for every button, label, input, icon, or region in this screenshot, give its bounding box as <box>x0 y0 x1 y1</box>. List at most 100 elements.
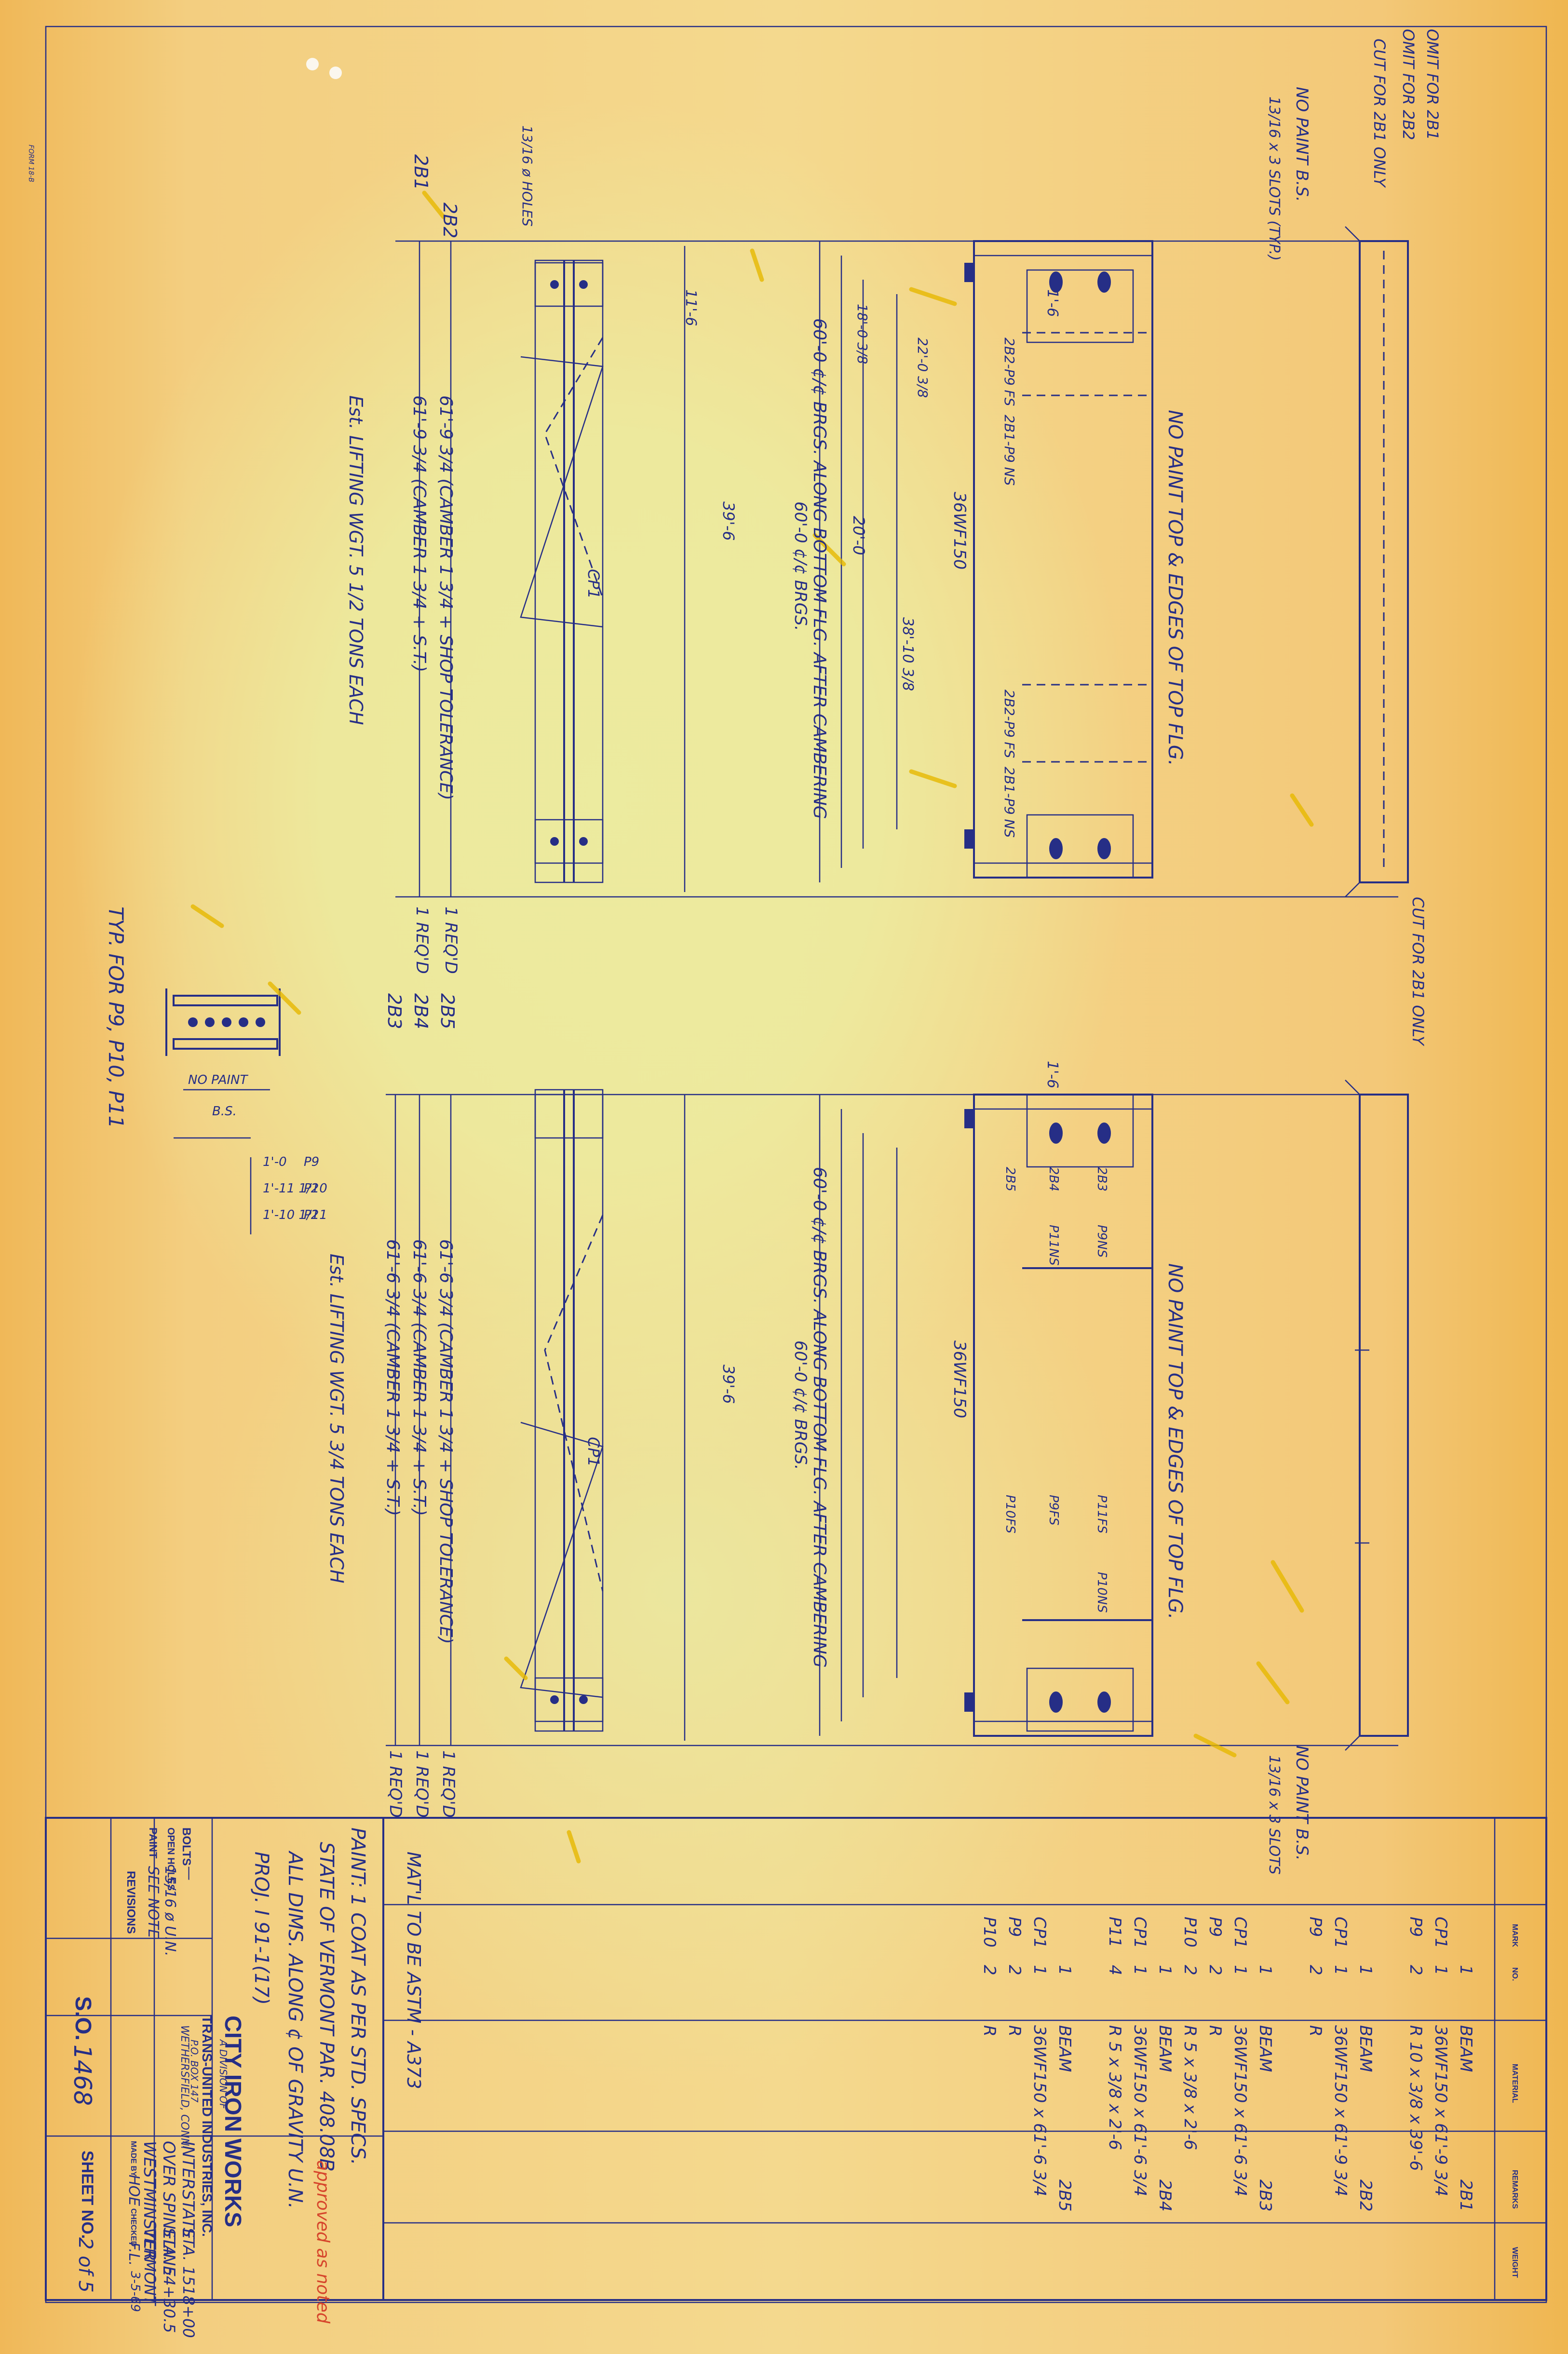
note-paint: PAINT: 1 COAT AS PER STD. SPECS. <box>347 1827 369 2165</box>
sta-line-1: STA. 1518+00 <box>179 2228 198 2338</box>
bom-cell-no: 1 <box>1356 1965 1375 1975</box>
lower-camber-2: 61'-6 3/4 (CAMBER 1 3/4 + S.T.) <box>409 1239 429 1516</box>
bom-header-mark: MARK <box>1511 1924 1519 1947</box>
typ-dim-2: 1'-11 1/2 <box>263 1181 319 1196</box>
punch-hole-right <box>329 67 342 79</box>
typ-mark-1: P9 <box>304 1155 320 1169</box>
printer-imprint: FORM 18-B <box>27 145 35 182</box>
upper-plate-1: 2B2-P9 FS <box>1001 338 1017 406</box>
lower-plabel-2: 2B4 <box>1046 1167 1061 1191</box>
upper-mark-2b1: 2B1 <box>410 154 432 190</box>
bom-cell-no: 1 <box>1331 1965 1350 1975</box>
bom-cell-no: 1 <box>1155 1965 1175 1975</box>
upper-holes: 13/16 ø HOLES <box>519 125 535 227</box>
lower-plabel-7: P9FS <box>1046 1495 1061 1526</box>
made-by-label: MADE BY <box>129 2141 137 2177</box>
upper-c-to-c-2: 60'-0 ¢/¢ BRGS. <box>791 501 810 631</box>
lower-end-slots-top <box>1026 1094 1134 1168</box>
bom-cell-no: 2 <box>1005 1965 1024 1975</box>
bom-cell-no: 2 <box>1180 1965 1200 1975</box>
lower-plabel-5: P11NS <box>1046 1225 1061 1266</box>
upper-lifting-weight: Est. LIFTING WGT. 5 1/2 TONS EACH <box>345 395 366 725</box>
upper-girder-size: 36WF150 <box>950 492 969 570</box>
lower-plabel-6: P10FS <box>1003 1495 1017 1534</box>
bom-cell-mark: CP1 <box>1230 1917 1250 1948</box>
so-number: 1468 <box>68 2044 96 2106</box>
typ-title: TYP. FOR P9, P10, P11 <box>104 906 128 1129</box>
bom-cell-no: 1 <box>1055 1965 1074 1975</box>
bom-cell-mark: CP1 <box>1030 1917 1049 1948</box>
lower-camber-1: 61'-6 3/4 (CAMBER 1 3/4 + SHOP TOLERANCE… <box>436 1239 456 1644</box>
checked-value: F.L. <box>125 2242 142 2266</box>
open-holes-value: 15/16 ø U.N. <box>162 1866 178 1957</box>
bom-cell-material: 36WF150 x 61'-6 3/4 <box>1130 2025 1149 2197</box>
bearing-plate <box>964 263 974 282</box>
bom-cell-mark: P9 <box>1005 1917 1024 1937</box>
made-by-value: HOE <box>125 2175 142 2206</box>
lower-plabel-8: P11FS <box>1095 1495 1109 1534</box>
upper-girder-group <box>395 190 1409 898</box>
sta-line-3: VERMONT <box>141 2228 159 2305</box>
bom-cell-no: 1 <box>1030 1965 1049 1975</box>
lower-slots: 13/16 x 3 SLOTS <box>1266 1755 1283 1875</box>
bom-cell-material: 36WF150 x 61'-9 3/4 <box>1431 2025 1450 2197</box>
upper-cut-note: CUT FOR 2B1 ONLY <box>1370 39 1389 187</box>
upper-girder-elevation <box>973 240 1153 879</box>
approval-stamp: approved as noted <box>313 2160 333 2324</box>
bom-cell-no: 1 <box>1256 1965 1275 1975</box>
bom-cell-no: 2 <box>1205 1965 1225 1975</box>
lower-plabel-9: P10NS <box>1095 1572 1109 1613</box>
bom-cell-remarks: 2B1 <box>1456 2179 1475 2212</box>
lower-plabel-3: 2B5 <box>1003 1167 1017 1191</box>
bom-cell-remarks: 2B2 <box>1356 2179 1375 2212</box>
bolts-label: BOLTS <box>180 1827 193 1866</box>
typical-section <box>165 904 301 1234</box>
note-dims: ALL DIMS. ALONG ¢ OF GRAVITY U.N. <box>284 1852 306 2209</box>
upper-dim-39: 39'-6 <box>719 501 738 541</box>
bom-cell-no: 4 <box>1105 1965 1124 1975</box>
bom-cell-no: 1 <box>1456 1965 1475 1975</box>
bom-cell-mark: P10 <box>1180 1917 1200 1948</box>
lower-end-slots-bottom <box>1026 1667 1134 1732</box>
bill-of-materials <box>382 1817 1547 2301</box>
lower-dim-39: 39'-6 <box>719 1365 738 1404</box>
upper-dim-22: 22'-0 3/8 <box>915 338 931 398</box>
bom-cell-no: 2 <box>980 1965 999 1975</box>
upper-req-2: 1 REQ'D <box>441 906 460 974</box>
drawing-date: 3-5-69 <box>128 2271 142 2312</box>
bom-cell-material: R 5 x 3/8 x 2'-6 <box>1105 2025 1124 2151</box>
lower-req-2: 1 REQ'D <box>412 1750 432 1818</box>
upper-camber-1: 61'-9 3/4 (CAMBER 1 3/4 + SHOP TOLERANCE… <box>436 395 456 800</box>
upper-no-paint-bs: NO PAINT B.S. <box>1292 87 1311 202</box>
bom-cell-no: 1 <box>1130 1965 1149 1975</box>
upper-end-slots-bottom <box>1026 814 1134 879</box>
revisions-label: REVISIONS <box>124 1871 137 1934</box>
upper-cp1: CP1 <box>584 569 603 599</box>
bom-cell-remarks: 2B5 <box>1055 2179 1074 2212</box>
punch-hole-left <box>306 58 319 70</box>
upper-dim-38: 38'-10 3/8 <box>899 617 916 691</box>
lower-mark-2b5: 2B5 <box>437 993 458 1029</box>
bom-cell-material: R <box>1205 2025 1225 2037</box>
sheet-border <box>45 26 1547 2303</box>
typ-dim-1: 1'-0 <box>263 1155 287 1169</box>
sta-line-2: STA. 54+30.5 <box>160 2228 178 2333</box>
bom-cell-mark: P9 <box>1406 1917 1425 1937</box>
bom-cell-mark: CP1 <box>1431 1917 1450 1948</box>
typ-no-paint: NO PAINT <box>188 1073 248 1087</box>
upper-plate-4: 2B1-P9 NS <box>1001 767 1017 838</box>
upper-mark-2b2: 2B2 <box>439 203 460 239</box>
bom-cell-material: R 10 x 3/8 x 39'-6 <box>1406 2025 1425 2171</box>
bom-cell-material: 36WF150 x 61'-9 3/4 <box>1331 2025 1350 2197</box>
upper-end-slots-top <box>1026 269 1134 343</box>
lower-mark-2b3: 2B3 <box>384 993 405 1029</box>
upper-one-six: 1'-6 <box>1044 289 1061 317</box>
paint-value: SEE NOTE <box>145 1866 162 1938</box>
bom-cell-material: BEAM <box>1155 2025 1175 2072</box>
bom-cell-mark: CP1 <box>1331 1917 1350 1948</box>
lower-no-paint-bs: NO PAINT B.S. <box>1292 1745 1311 1861</box>
typ-mark-3: P11 <box>304 1208 327 1222</box>
lower-req-3: 1 REQ'D <box>439 1750 458 1818</box>
upper-cut-note-2: CUT FOR 2B1 ONLY <box>1409 897 1427 1045</box>
bom-header-weight: WEIGHT <box>1511 2247 1519 2278</box>
